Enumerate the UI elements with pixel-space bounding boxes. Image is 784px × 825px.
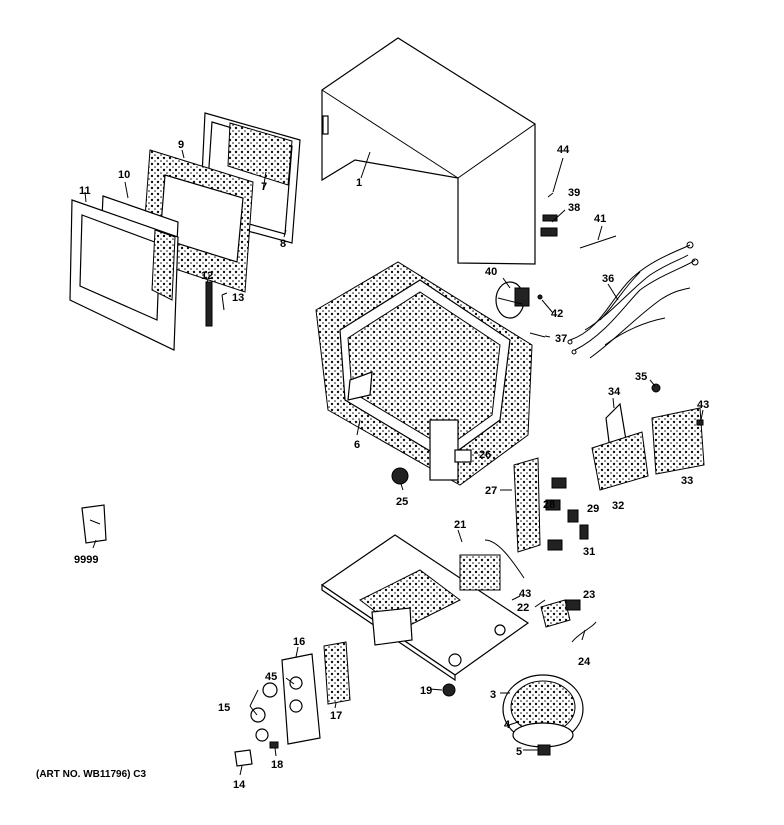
- owners-manual: [81, 504, 107, 544]
- callout-14: 14: [233, 779, 246, 791]
- leader-lines: [84, 149, 704, 776]
- callout-8: 8: [280, 238, 286, 250]
- callout-3: 3: [490, 689, 496, 701]
- callout-15: 15: [218, 702, 230, 714]
- callout-labels: 1 3 4 5 6 7 8 9 10 11 12 13 14 15 16 17 …: [74, 139, 709, 791]
- door-latch-parts: [205, 281, 228, 327]
- callout-17: 17: [330, 710, 342, 722]
- callout-5: 5: [516, 746, 522, 758]
- callout-44: 44: [557, 144, 570, 156]
- callout-40: 40: [485, 266, 497, 278]
- callout-10: 10: [118, 169, 130, 181]
- art-number-caption: (ART NO. WB11796) C3: [36, 769, 146, 780]
- callout-18: 18: [271, 759, 283, 771]
- callout-35: 35: [635, 371, 647, 383]
- callout-1: 1: [356, 177, 362, 189]
- callout-9999: 9999: [74, 554, 98, 566]
- callout-29: 29: [587, 503, 599, 515]
- callout-39: 39: [568, 187, 580, 199]
- callout-43-base: 43: [519, 588, 531, 600]
- callout-38: 38: [568, 202, 580, 214]
- callout-33: 33: [681, 475, 693, 487]
- callout-27: 27: [485, 485, 497, 497]
- callout-43-top: 43: [697, 399, 709, 411]
- callout-9: 9: [178, 139, 184, 151]
- callout-41: 41: [594, 213, 606, 225]
- part-19-feet: [442, 683, 456, 697]
- oven-cavity: [315, 261, 533, 486]
- magnetron-parts: [591, 383, 705, 491]
- callout-11: 11: [79, 185, 91, 197]
- turntable-assembly: [502, 674, 584, 756]
- callout-36: 36: [602, 273, 614, 285]
- small-parts-top-right: [540, 192, 617, 249]
- callout-25: 25: [396, 496, 408, 508]
- outer-case: [321, 37, 536, 265]
- base-plate: [320, 534, 530, 682]
- door-assembly: [69, 112, 301, 351]
- callout-26: 26: [479, 449, 491, 461]
- callout-21: 21: [454, 519, 466, 531]
- callout-19: 19: [420, 685, 432, 697]
- callout-24: 24: [578, 656, 591, 668]
- stirrer-parts: [391, 449, 472, 485]
- callout-12: 12: [201, 270, 213, 282]
- callout-31: 31: [583, 546, 595, 558]
- fan-assembly: [495, 281, 546, 338]
- callout-32: 32: [612, 500, 624, 512]
- callout-7: 7: [261, 181, 267, 193]
- callout-28: 28: [543, 499, 555, 511]
- callout-45: 45: [265, 671, 277, 683]
- callout-13: 13: [232, 292, 244, 304]
- callout-22: 22: [517, 602, 529, 614]
- callout-6: 6: [354, 439, 360, 451]
- callout-16: 16: [293, 636, 305, 648]
- wire-harness: [567, 241, 699, 359]
- callout-23: 23: [583, 589, 595, 601]
- control-panel-assembly: [234, 641, 351, 767]
- switch-assembly: [513, 457, 589, 553]
- callout-34: 34: [608, 386, 621, 398]
- transformer-parts: [540, 599, 597, 643]
- callout-37: 37: [555, 333, 567, 345]
- callout-42: 42: [551, 308, 563, 320]
- callout-4: 4: [504, 719, 511, 731]
